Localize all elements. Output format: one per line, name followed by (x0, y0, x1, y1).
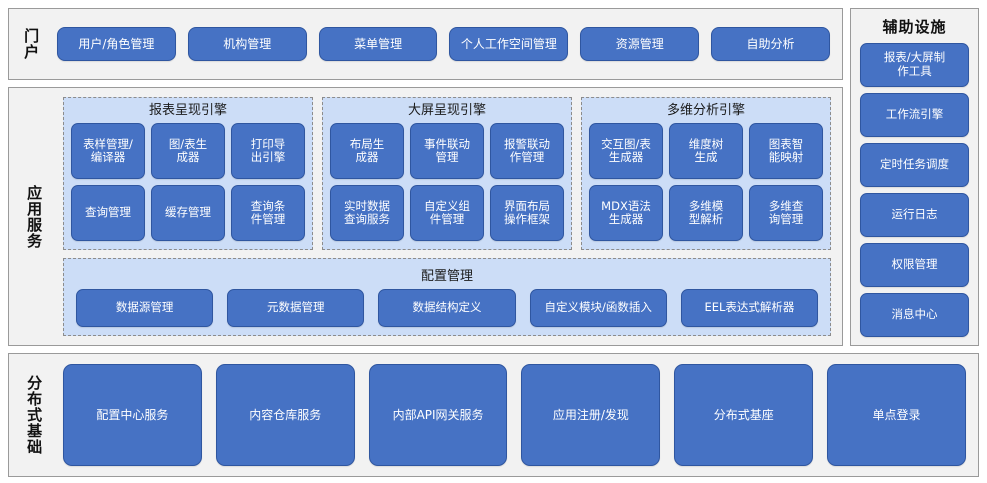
engine-title-report-rendering: 报表呈现引擎 (148, 103, 227, 118)
infra-button-single-sign-on[interactable]: 单点登录 (827, 364, 966, 466)
button-query-management[interactable]: 查询管理 (71, 185, 145, 241)
aux-button-scheduled-task-scheduling[interactable]: 定时任务调度 (860, 143, 969, 187)
button-interactive-chart-table-generator[interactable]: 交互图/表 生成器 (589, 123, 663, 180)
aux-button-permission-management[interactable]: 权限管理 (860, 243, 969, 287)
button-metadata-management[interactable]: 元数据管理 (227, 289, 365, 327)
main-area: 应用服务 报表呈现引擎 表样管理/ 编译器 图/表生 成器 打印导 出引擎 查询… (8, 8, 979, 346)
engine-group-multidimensional-analysis: 多维分析引擎 交互图/表 生成器 维度树 生成 图表智 能映射 MDX语法 生成… (581, 97, 831, 250)
infra-button-app-registration-discovery[interactable]: 应用注册/发现 (521, 364, 661, 466)
infra-button-config-center-service[interactable]: 配置中心服务 (63, 364, 202, 466)
auxiliary-facilities-list: 报表/大屏制 作工具 工作流引擎 定时任务调度 运行日志 权限管理 消息中心 (860, 43, 969, 337)
application-service-band-label: 应用服务 (25, 184, 44, 249)
infrastructure-band-label: 分布式基础 (25, 375, 44, 455)
button-cache-management[interactable]: 缓存管理 (151, 185, 225, 241)
application-service-panel: 应用服务 报表呈现引擎 表样管理/ 编译器 图/表生 成器 打印导 出引擎 查询… (8, 87, 843, 346)
aux-button-runtime-log[interactable]: 运行日志 (860, 193, 969, 237)
engine-grid-dashboard-rendering: 布局生 成器 事件联动 管理 报警联动 作管理 实时数据 查询服务 自定义组 件… (330, 123, 564, 241)
button-eel-expression-parser[interactable]: EEL表达式解析器 (680, 289, 819, 327)
engine-title-dashboard-rendering: 大屏呈现引擎 (407, 103, 486, 118)
engine-grid-report-rendering: 表样管理/ 编译器 图/表生 成器 打印导 出引擎 查询管理 缓存管理 查询条 … (71, 123, 305, 241)
portal-button-org-management[interactable]: 机构管理 (187, 27, 307, 61)
infrastructure-button-group: 配置中心服务 内容仓库服务 内部API网关服务 应用注册/发现 分布式基座 单点… (59, 354, 978, 476)
left-stack: 应用服务 报表呈现引擎 表样管理/ 编译器 图/表生 成器 打印导 出引擎 查询… (8, 87, 843, 346)
button-data-structure-definition[interactable]: 数据结构定义 (378, 289, 516, 327)
button-multidimensional-query-management[interactable]: 多维查 询管理 (749, 185, 823, 241)
button-template-management-compiler[interactable]: 表样管理/ 编译器 (71, 123, 145, 180)
engine-group-dashboard-rendering: 大屏呈现引擎 布局生 成器 事件联动 管理 报警联动 作管理 实时数据 查询服务… (322, 97, 572, 250)
top-row: 门户 用户/角色管理 机构管理 菜单管理 个人工作空间管理 资源管理 自助分析 (8, 8, 979, 80)
portal-panel: 门户 用户/角色管理 机构管理 菜单管理 个人工作空间管理 资源管理 自助分析 (8, 8, 843, 80)
aux-button-workflow-engine[interactable]: 工作流引擎 (860, 93, 969, 137)
portal-button-self-service-analysis[interactable]: 自助分析 (711, 27, 830, 61)
engine-grid-multidimensional-analysis: 交互图/表 生成器 维度树 生成 图表智 能映射 MDX语法 生成器 多维模 型… (589, 123, 823, 241)
portal-button-menu-management[interactable]: 菜单管理 (318, 27, 438, 61)
aux-button-report-dashboard-authoring-tool[interactable]: 报表/大屏制 作工具 (860, 43, 969, 87)
config-management-group: 配置管理 数据源管理 元数据管理 数据结构定义 自定义模块/函数插入 EEL表达… (63, 258, 831, 336)
infra-button-distributed-base[interactable]: 分布式基座 (674, 364, 814, 466)
engine-row: 报表呈现引擎 表样管理/ 编译器 图/表生 成器 打印导 出引擎 查询管理 缓存… (63, 97, 831, 250)
button-mdx-syntax-generator[interactable]: MDX语法 生成器 (589, 185, 663, 241)
button-alarm-linkage-action-management[interactable]: 报警联动 作管理 (490, 123, 564, 180)
portal-button-resource-management[interactable]: 资源管理 (580, 27, 700, 61)
button-realtime-data-query-service[interactable]: 实时数据 查询服务 (330, 185, 404, 241)
button-custom-component-management[interactable]: 自定义组 件管理 (410, 185, 484, 241)
button-custom-module-function-insert[interactable]: 自定义模块/函数插入 (529, 289, 667, 327)
portal-button-user-role-management[interactable]: 用户/角色管理 (57, 27, 176, 61)
infra-button-internal-api-gateway-service[interactable]: 内部API网关服务 (368, 364, 508, 466)
engine-group-report-rendering: 报表呈现引擎 表样管理/ 编译器 图/表生 成器 打印导 出引擎 查询管理 缓存… (63, 97, 313, 250)
button-chart-table-generator[interactable]: 图/表生 成器 (151, 123, 225, 180)
config-management-button-group: 数据源管理 元数据管理 数据结构定义 自定义模块/函数插入 EEL表达式解析器 (72, 289, 822, 327)
portal-button-group: 用户/角色管理 机构管理 菜单管理 个人工作空间管理 资源管理 自助分析 (53, 9, 842, 79)
application-service-content: 报表呈现引擎 表样管理/ 编译器 图/表生 成器 打印导 出引擎 查询管理 缓存… (59, 88, 842, 345)
button-multidimensional-model-parsing[interactable]: 多维模 型解析 (669, 185, 743, 241)
engine-title-multidimensional-analysis: 多维分析引擎 (666, 103, 745, 118)
aux-button-message-center[interactable]: 消息中心 (860, 293, 969, 337)
config-management-title: 配置管理 (420, 269, 473, 284)
button-ui-layout-operation-framework[interactable]: 界面布局 操作框架 (490, 185, 564, 241)
button-datasource-management[interactable]: 数据源管理 (76, 289, 214, 327)
infra-button-content-repository-service[interactable]: 内容仓库服务 (215, 364, 355, 466)
distributed-infrastructure-panel: 分布式基础 配置中心服务 内容仓库服务 内部API网关服务 应用注册/发现 分布… (8, 353, 979, 477)
button-query-condition-management[interactable]: 查询条 件管理 (231, 185, 305, 241)
portal-button-personal-workspace-management[interactable]: 个人工作空间管理 (449, 27, 569, 61)
button-layout-generator[interactable]: 布局生 成器 (330, 123, 404, 180)
portal-band-label: 门户 (22, 28, 41, 60)
button-event-linkage-management[interactable]: 事件联动 管理 (410, 123, 484, 180)
auxiliary-facilities-panel: 辅助设施 报表/大屏制 作工具 工作流引擎 定时任务调度 运行日志 权限管理 消… (850, 8, 979, 346)
button-print-export-engine[interactable]: 打印导 出引擎 (231, 123, 305, 180)
button-chart-smart-mapping[interactable]: 图表智 能映射 (749, 123, 823, 180)
auxiliary-facilities-title: 辅助设施 (882, 18, 947, 36)
button-dimension-tree-generation[interactable]: 维度树 生成 (669, 123, 743, 180)
